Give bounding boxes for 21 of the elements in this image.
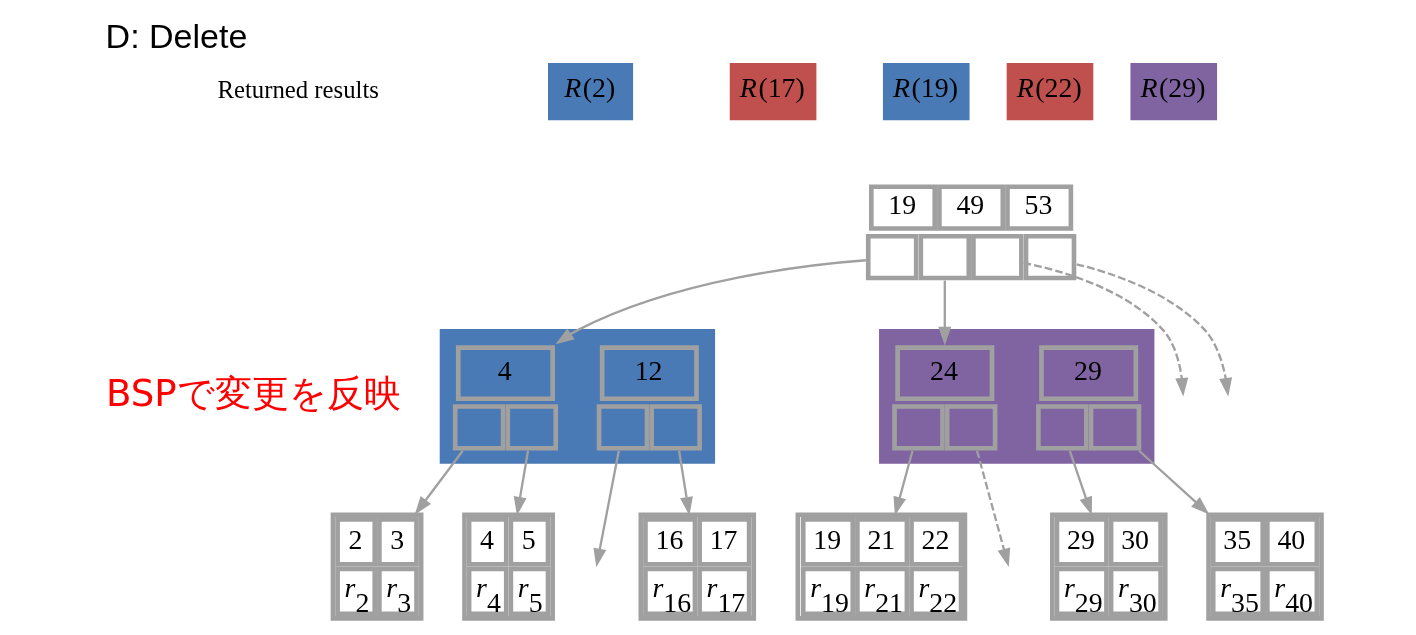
node-box: R(17) <box>729 63 816 121</box>
arrow <box>1068 450 1092 516</box>
arrow <box>937 280 951 346</box>
arrow <box>1023 261 1188 397</box>
label: Returned results <box>216 75 379 103</box>
arrow <box>513 450 529 516</box>
arrow <box>975 450 1010 568</box>
node-box: R(22) <box>1006 63 1093 121</box>
node-box: R(2) <box>547 63 633 121</box>
arrow <box>414 450 464 515</box>
node-box: R(19) <box>882 63 970 121</box>
arrow <box>1075 263 1232 397</box>
arrow <box>893 450 914 516</box>
diagram-title: D: Delete <box>105 16 247 55</box>
cluster <box>878 329 1154 464</box>
arrow <box>677 450 693 516</box>
node-box: R(29) <box>1129 63 1217 121</box>
arrow <box>592 450 620 568</box>
arrow <box>1137 449 1209 515</box>
arrow <box>555 259 866 345</box>
label: BSPで変更を反映 <box>105 371 401 415</box>
